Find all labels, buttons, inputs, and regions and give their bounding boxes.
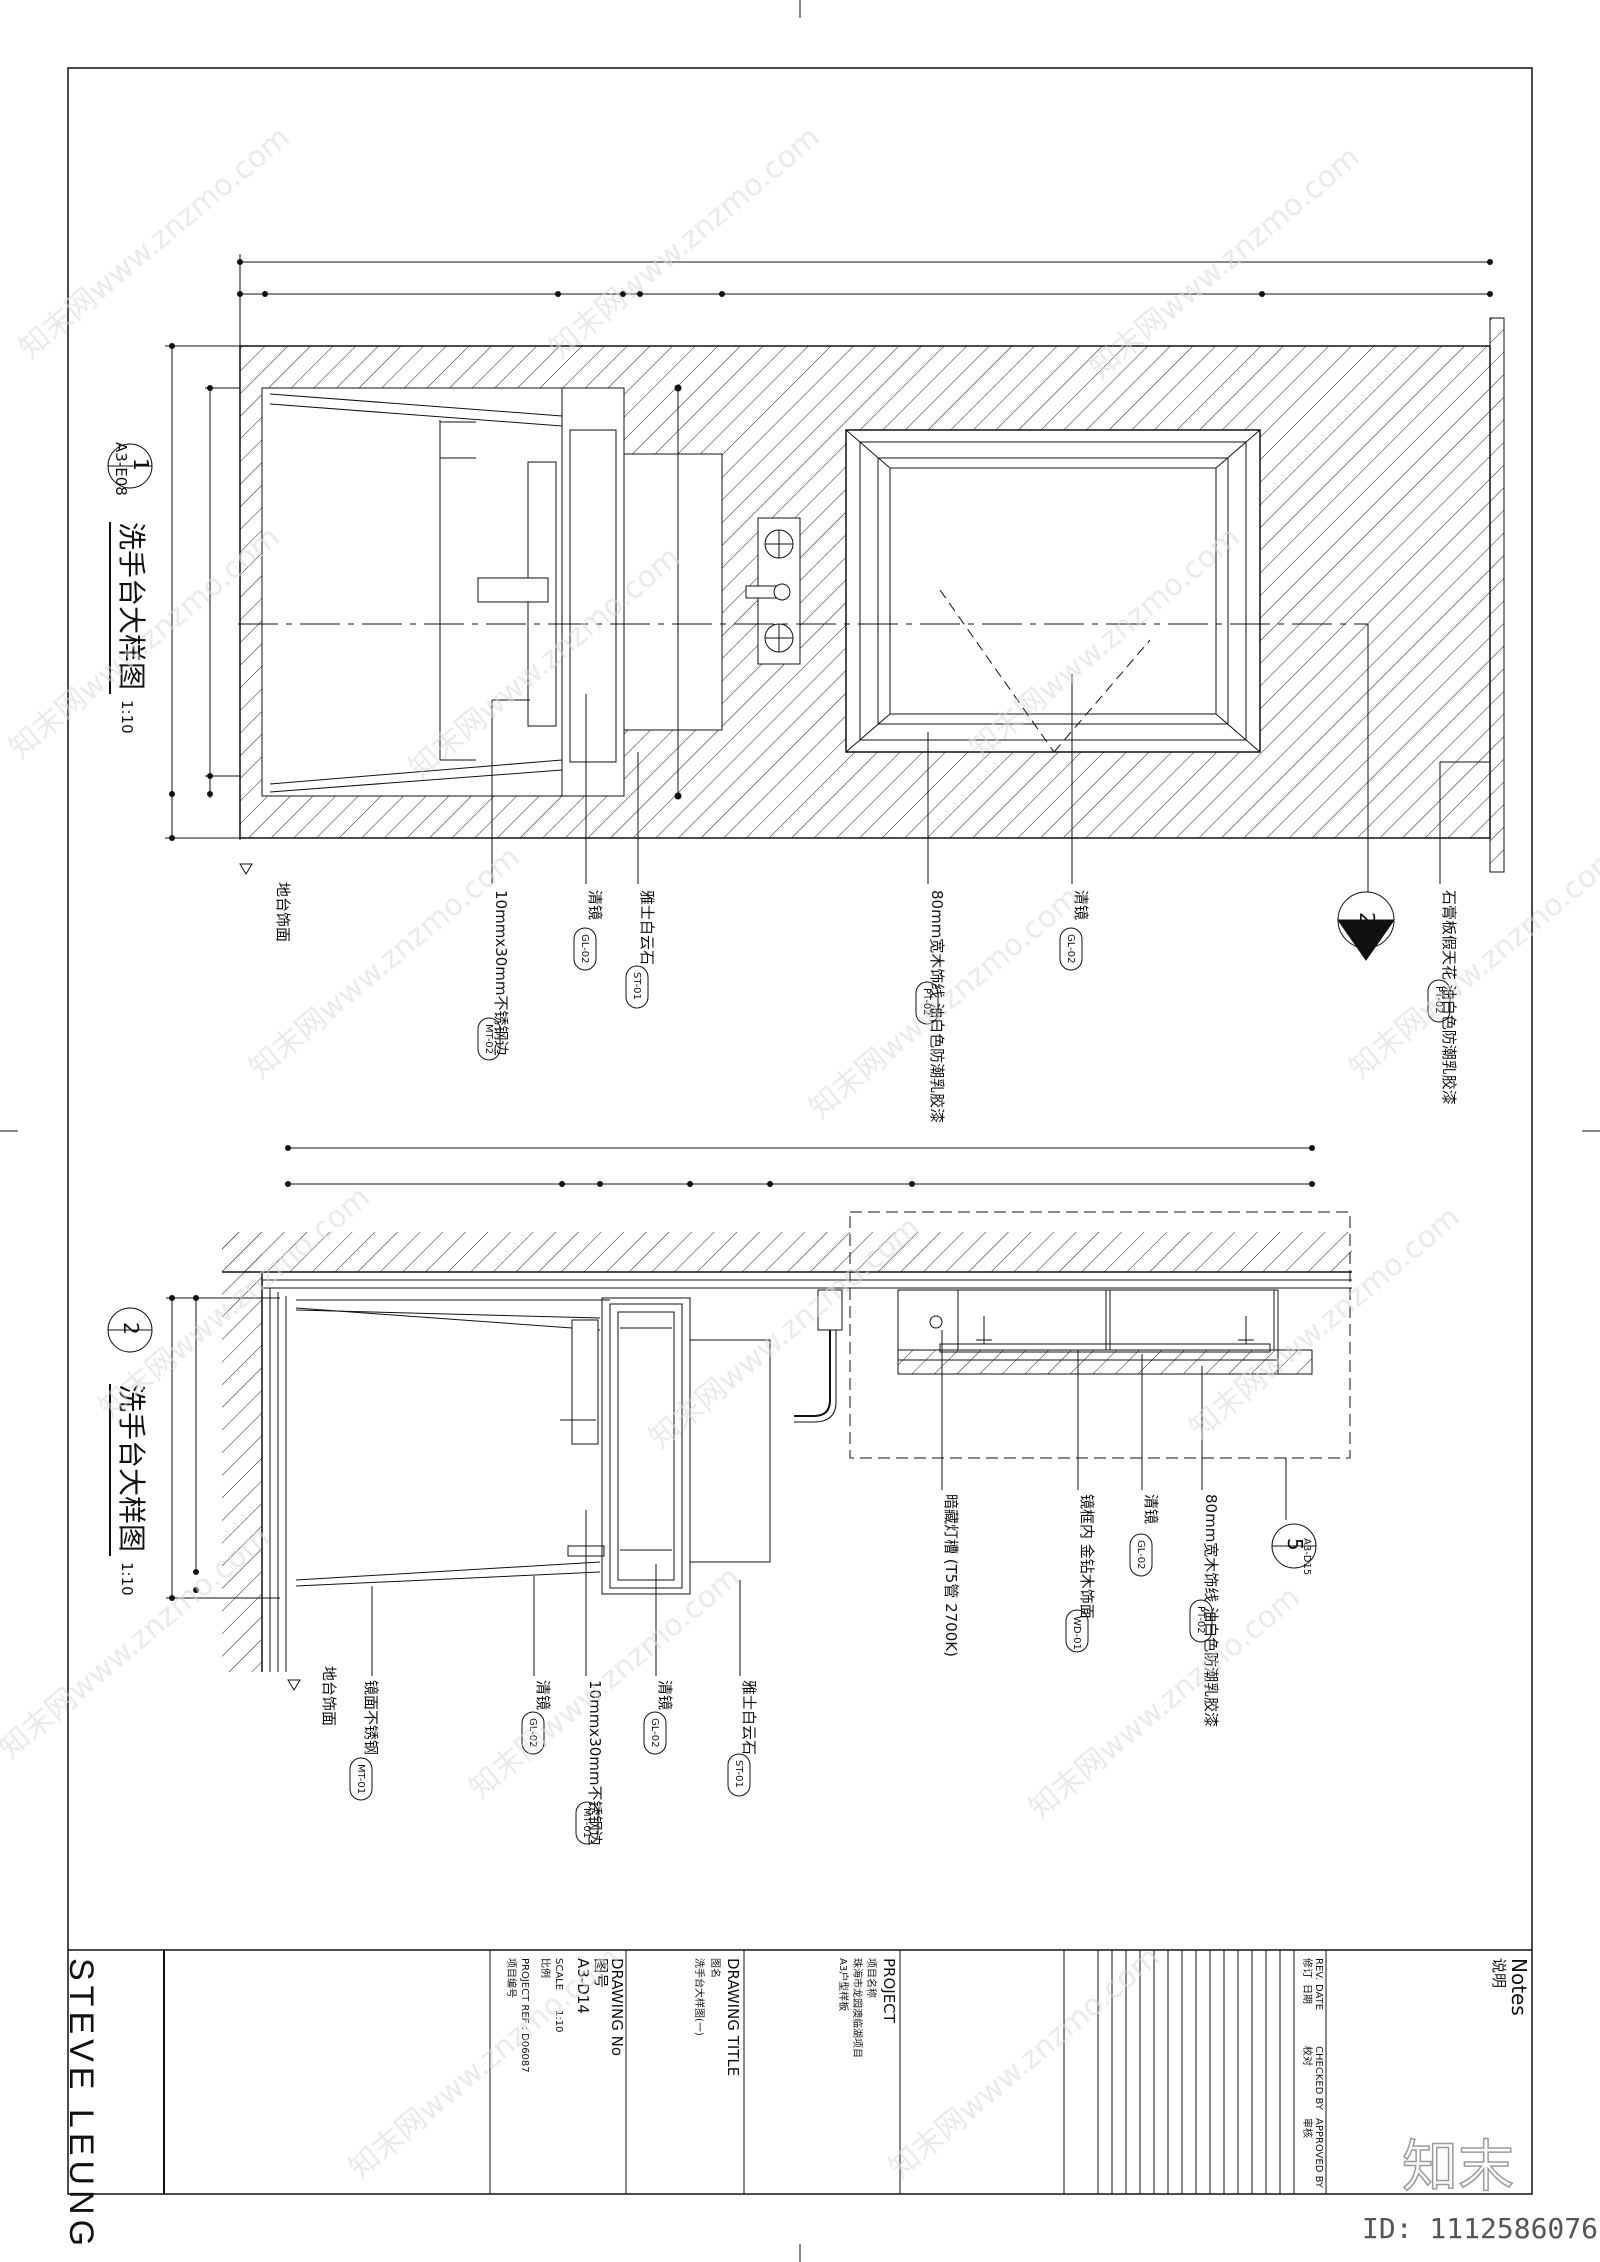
notes-label: Notes bbox=[1507, 1958, 1531, 2016]
drawing-1-annotations: 1 A3-E08 洗手台大样图 1:10 地台饰面 2 10mmx30mm不锈钢… bbox=[107, 442, 1458, 1123]
svg-text:镜框内 金钻木饰面: 镜框内 金钻木饰面 bbox=[1078, 1494, 1096, 1619]
drawing-title-value: 洗手台大样图(一) bbox=[693, 1958, 706, 2036]
svg-text:MT-01: MT-01 bbox=[355, 1764, 366, 1794]
drawing-1-floor-label: 地台饰面 bbox=[274, 882, 292, 942]
drawing-2-callout-8: 清镜 GL-02 bbox=[1129, 1494, 1160, 1577]
drawing-no-label: DRAWING No bbox=[608, 1958, 626, 2056]
drawing-1-callout-5: 清镜 GL-02 bbox=[1059, 890, 1090, 971]
svg-text:清镜: 清镜 bbox=[1142, 1494, 1160, 1524]
project-ref: PROJECT REF : D06087 bbox=[519, 1958, 530, 2073]
drawing-2-callout-num: 5 bbox=[1283, 1538, 1307, 1551]
project-cn: 项目名称 bbox=[865, 1958, 878, 1998]
watermark-1: 知末网www.znzmo.com bbox=[13, 120, 297, 366]
scale-value: 1:10 bbox=[553, 2010, 564, 2032]
drawing-1-callout-6: 石膏板假天花 油白色防潮乳胶漆 PT-02 bbox=[1427, 890, 1458, 1105]
watermark-9: 知末网www.znzmo.com bbox=[1343, 840, 1600, 1086]
drawing-2-callout-2: 清镜 GL-02 bbox=[521, 1680, 552, 1755]
svg-text:10mmx30mm不锈钢边: 10mmx30mm不锈钢边 bbox=[586, 1680, 604, 1846]
brand-name: STEVE LEUNG bbox=[62, 1958, 100, 2251]
project-label: PROJECT bbox=[880, 1958, 898, 2024]
svg-text:GL-02: GL-02 bbox=[1065, 934, 1076, 963]
svg-text:WD-01: WD-01 bbox=[1071, 1616, 1082, 1650]
drawing-1-callout-4: 80mm宽木饰线 油白色防潮乳胶漆 PT-02 bbox=[915, 890, 946, 1123]
svg-text:雅士白云石: 雅士白云石 bbox=[740, 1680, 758, 1755]
rev-header-cn-approved: 审核 bbox=[1301, 2118, 1314, 2138]
title-block bbox=[68, 1949, 1532, 2194]
rev-header-checked: CHECKED BY bbox=[1313, 2046, 1324, 2111]
svg-text:MT-02: MT-02 bbox=[483, 1024, 494, 1054]
svg-text:10mmx30mm不锈钢边: 10mmx30mm不锈钢边 bbox=[492, 890, 510, 1056]
watermark-17: 知末网www.znzmo.com bbox=[883, 1940, 1167, 2186]
image-id: ID: 1112586076 bbox=[1362, 2212, 1598, 2245]
znzmo-logo: 知末 bbox=[1402, 2135, 1514, 2200]
svg-text:PT-02: PT-02 bbox=[1433, 986, 1444, 1014]
drawing-1-ref: A3-E08 bbox=[112, 442, 130, 496]
drawing-1-title: 洗手台大样图 bbox=[115, 522, 148, 690]
rev-header-cn-checked: 校对 bbox=[1301, 2046, 1314, 2066]
drawing-title-label: DRAWING TITLE bbox=[724, 1958, 742, 2076]
svg-text:GL-02: GL-02 bbox=[649, 1718, 660, 1747]
drawing-2-callout-7: 镜框内 金钻木饰面 WD-01 bbox=[1065, 1494, 1096, 1653]
scale-label: SCALE bbox=[553, 1958, 564, 1990]
svg-text:清镜: 清镜 bbox=[656, 1680, 674, 1710]
drawing-2-callout-9: 80mm宽木饰线 油白色防潮乳胶漆 PT-02 bbox=[1189, 1494, 1220, 1727]
drawing-no-value: A3-D14 bbox=[574, 1958, 592, 2014]
drawing-2-callout-6: 暗藏灯槽 (T5管 2700K) bbox=[942, 1494, 960, 1657]
drawing-2-scale: 1:10 bbox=[118, 1562, 136, 1596]
project-name: 珠海市龙园澳临湖项目 bbox=[851, 1958, 864, 2058]
drawing-2-callout-3: 10mmx30mm不锈钢边 MT-01 bbox=[575, 1680, 604, 1846]
svg-text:暗藏灯槽 (T5管 2700K): 暗藏灯槽 (T5管 2700K) bbox=[942, 1494, 960, 1657]
svg-text:MT-01: MT-01 bbox=[581, 1808, 592, 1838]
drawing-2-callout-1: 镜面不锈钢 MT-01 bbox=[349, 1680, 380, 1801]
rev-header-approved: APPROVED BY bbox=[1313, 2118, 1324, 2189]
drawing-no-cn: 图号 bbox=[592, 1958, 610, 1988]
watermark-2: 知末网www.znzmo.com bbox=[543, 120, 827, 366]
drawing-2-annotations: 2 洗手台大样图 1:10 地台饰面 5 A3-D15 镜面不锈钢 MT-01 … bbox=[107, 1307, 1312, 1846]
notes-cn: 说明 bbox=[1490, 1958, 1508, 1988]
drawing-1-callout-3: 雅士白云石 ST-01 bbox=[625, 890, 656, 1009]
drawing-2-callout-4: 清镜 GL-02 bbox=[643, 1680, 674, 1755]
drawing-1-callout-1: 10mmx30mm不锈钢边 MT-02 bbox=[477, 890, 510, 1061]
drawing-1-callout-ref: 2 bbox=[1355, 912, 1379, 925]
svg-text:80mm宽木饰线 油白色防潮乳胶漆: 80mm宽木饰线 油白色防潮乳胶漆 bbox=[928, 890, 946, 1123]
drawing-1-scale: 1:10 bbox=[118, 700, 136, 734]
rev-header-cn-rev: 修订 bbox=[1301, 1958, 1314, 1978]
scale-cn: 比例 bbox=[539, 1958, 552, 1978]
drawing-2-callout-ref: A3-D15 bbox=[1301, 1538, 1312, 1575]
svg-text:GL-02: GL-02 bbox=[527, 1718, 538, 1747]
project-ref-cn: 项目编号 bbox=[505, 1958, 518, 1998]
svg-text:清镜: 清镜 bbox=[1072, 890, 1090, 920]
svg-text:PT-02: PT-02 bbox=[1195, 1606, 1206, 1634]
drawing-2-callout-5: 雅士白云石 ST-01 bbox=[727, 1680, 758, 1797]
drawing-1-elevation bbox=[165, 254, 1505, 961]
drawing-2-number: 2 bbox=[119, 1322, 143, 1335]
drawing-title-cn: 图名 bbox=[709, 1958, 722, 1978]
svg-text:ST-01: ST-01 bbox=[733, 1760, 744, 1788]
svg-text:ST-01: ST-01 bbox=[631, 972, 642, 1000]
rev-header-rev: REV. bbox=[1313, 1958, 1324, 1980]
svg-text:镜面不锈钢: 镜面不锈钢 bbox=[362, 1680, 380, 1755]
svg-text:石膏板假天花 油白色防潮乳胶漆: 石膏板假天花 油白色防潮乳胶漆 bbox=[1440, 890, 1458, 1105]
drawing-2-section bbox=[166, 1145, 1352, 1691]
title-block-texts: STEVE LEUNG DRAWING No 图号 A3-D14 SCALE 比… bbox=[62, 1958, 1531, 2251]
drawing-2-floor-label: 地台饰面 bbox=[320, 1666, 338, 1726]
drawing-2-title: 洗手台大样图 bbox=[115, 1384, 148, 1552]
svg-text:80mm宽木饰线 油白色防潮乳胶漆: 80mm宽木饰线 油白色防潮乳胶漆 bbox=[1202, 1494, 1220, 1727]
svg-text:清镜: 清镜 bbox=[586, 890, 604, 920]
svg-text:清镜: 清镜 bbox=[534, 1680, 552, 1710]
drawing-1-number: 1 bbox=[129, 458, 153, 471]
svg-text:雅士白云石: 雅士白云石 bbox=[638, 890, 656, 965]
svg-text:PT-02: PT-02 bbox=[921, 988, 932, 1016]
rev-header-cn-date: 日期 bbox=[1301, 1984, 1313, 2004]
drawing-1-callout-2: 清镜 GL-02 bbox=[573, 890, 604, 971]
svg-text:GL-02: GL-02 bbox=[1135, 1540, 1146, 1569]
svg-text:GL-02: GL-02 bbox=[579, 934, 590, 963]
rev-header-date: DATE bbox=[1313, 1984, 1324, 2010]
watermark-16: 知末网www.znzmo.com bbox=[343, 1940, 627, 2186]
watermark-15: 知末网www.znzmo.com bbox=[1023, 1580, 1307, 1826]
project-sub: A3户型样板 bbox=[837, 1958, 850, 2011]
